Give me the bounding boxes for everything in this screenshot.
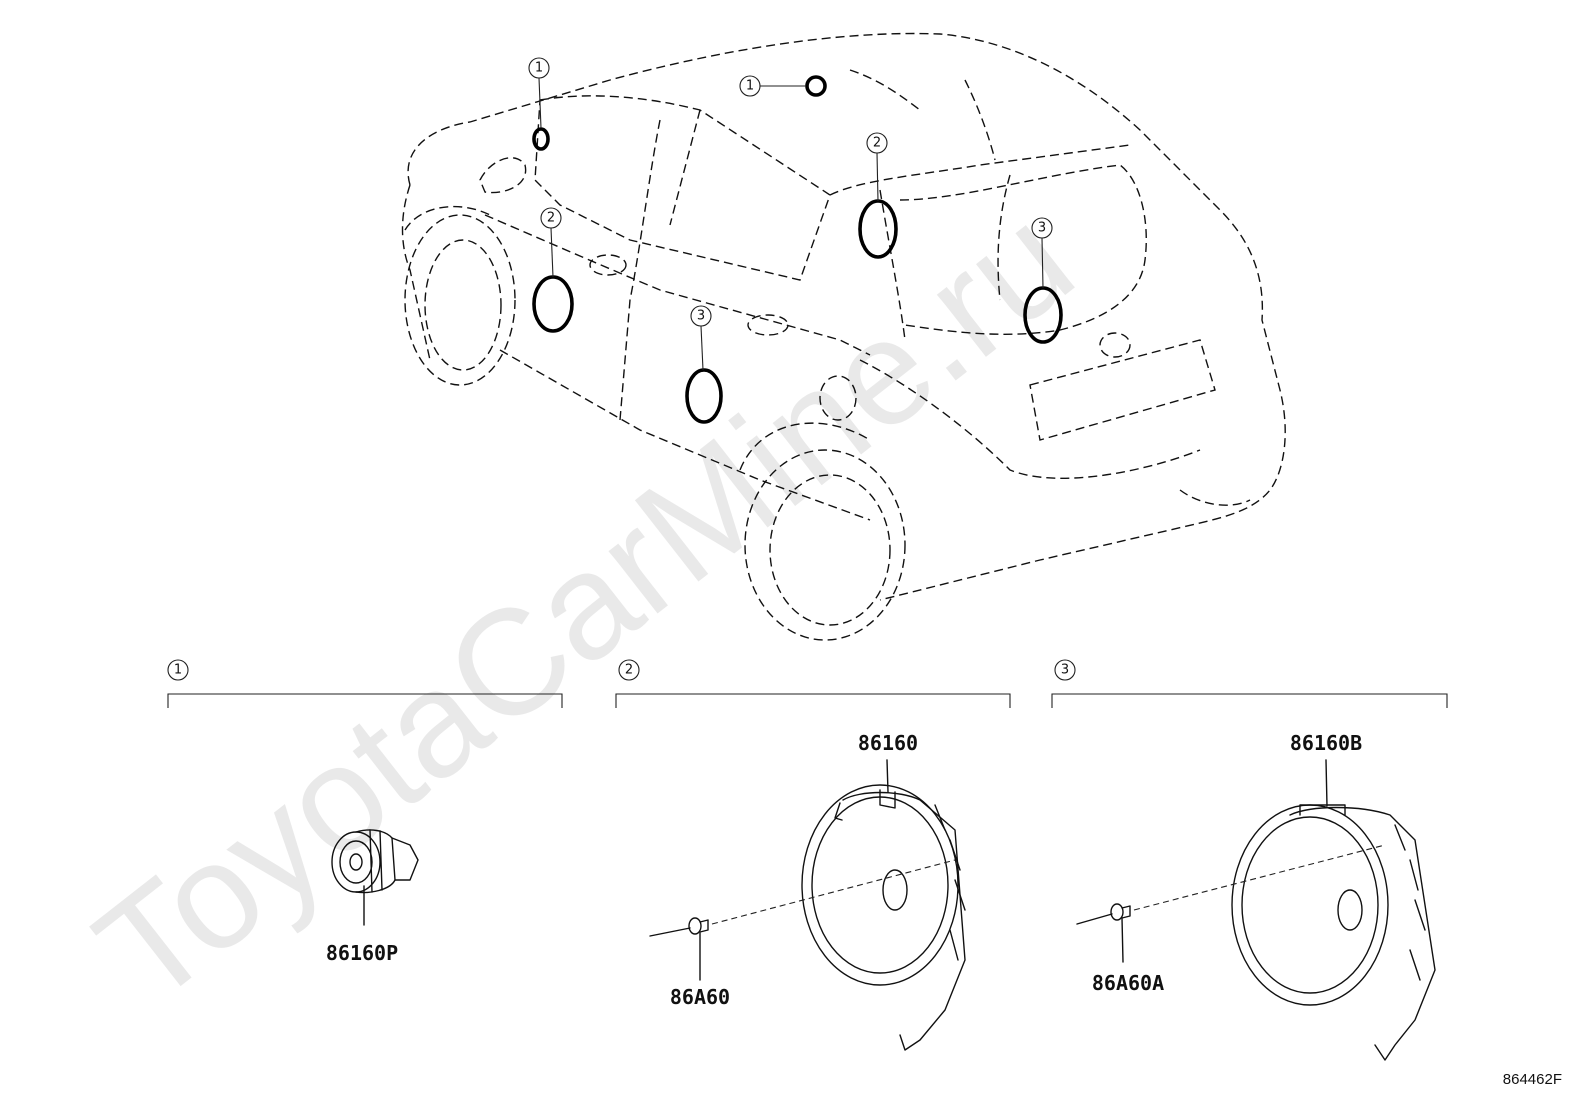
front-door-speaker-location-left — [532, 275, 574, 333]
part-number-86160P: 86160P — [326, 941, 398, 965]
car-illustration — [401, 32, 1286, 641]
tweeter-location-left — [532, 127, 550, 151]
part-number-86A60A: 86A60A — [1092, 971, 1164, 995]
group-1: 1 — [167, 659, 563, 708]
group-3-number: 3 — [1061, 663, 1069, 678]
group-1-number: 1 — [174, 663, 182, 678]
car-callout-3-left: 3 — [697, 309, 705, 324]
speaker-86160-drawing — [801, 759, 966, 1051]
rear-door-speaker-location-left — [685, 368, 723, 424]
watermark: ToyotaCarMine.ru — [66, 174, 1102, 1035]
tweeter-location-right — [805, 75, 827, 97]
part-number-86A60: 86A60 — [670, 985, 730, 1009]
speaker-86160B-drawing — [1231, 759, 1436, 1061]
car-callout-3-right: 3 — [1038, 221, 1046, 236]
rivet-86A60A-drawing — [1076, 844, 1386, 963]
rivet-86A60-drawing — [649, 859, 956, 981]
tweeter-86160P-drawing — [331, 829, 419, 926]
car-callouts: 1 1 2 2 3 3 — [528, 57, 1053, 371]
diagram-reference: 864462F — [1503, 1071, 1562, 1088]
car-callout-2-right: 2 — [873, 136, 881, 151]
front-door-speaker-location-right — [858, 199, 898, 259]
part-number-86160: 86160 — [858, 731, 918, 755]
part-number-86160B: 86160B — [1290, 731, 1362, 755]
car-callout-2-left: 2 — [547, 211, 555, 226]
group-3: 3 — [1051, 659, 1448, 708]
group-2-number: 2 — [625, 663, 633, 678]
car-callout-1-left: 1 — [535, 61, 543, 76]
group-2: 2 — [615, 659, 1011, 708]
car-callout-1-right: 1 — [746, 79, 754, 94]
